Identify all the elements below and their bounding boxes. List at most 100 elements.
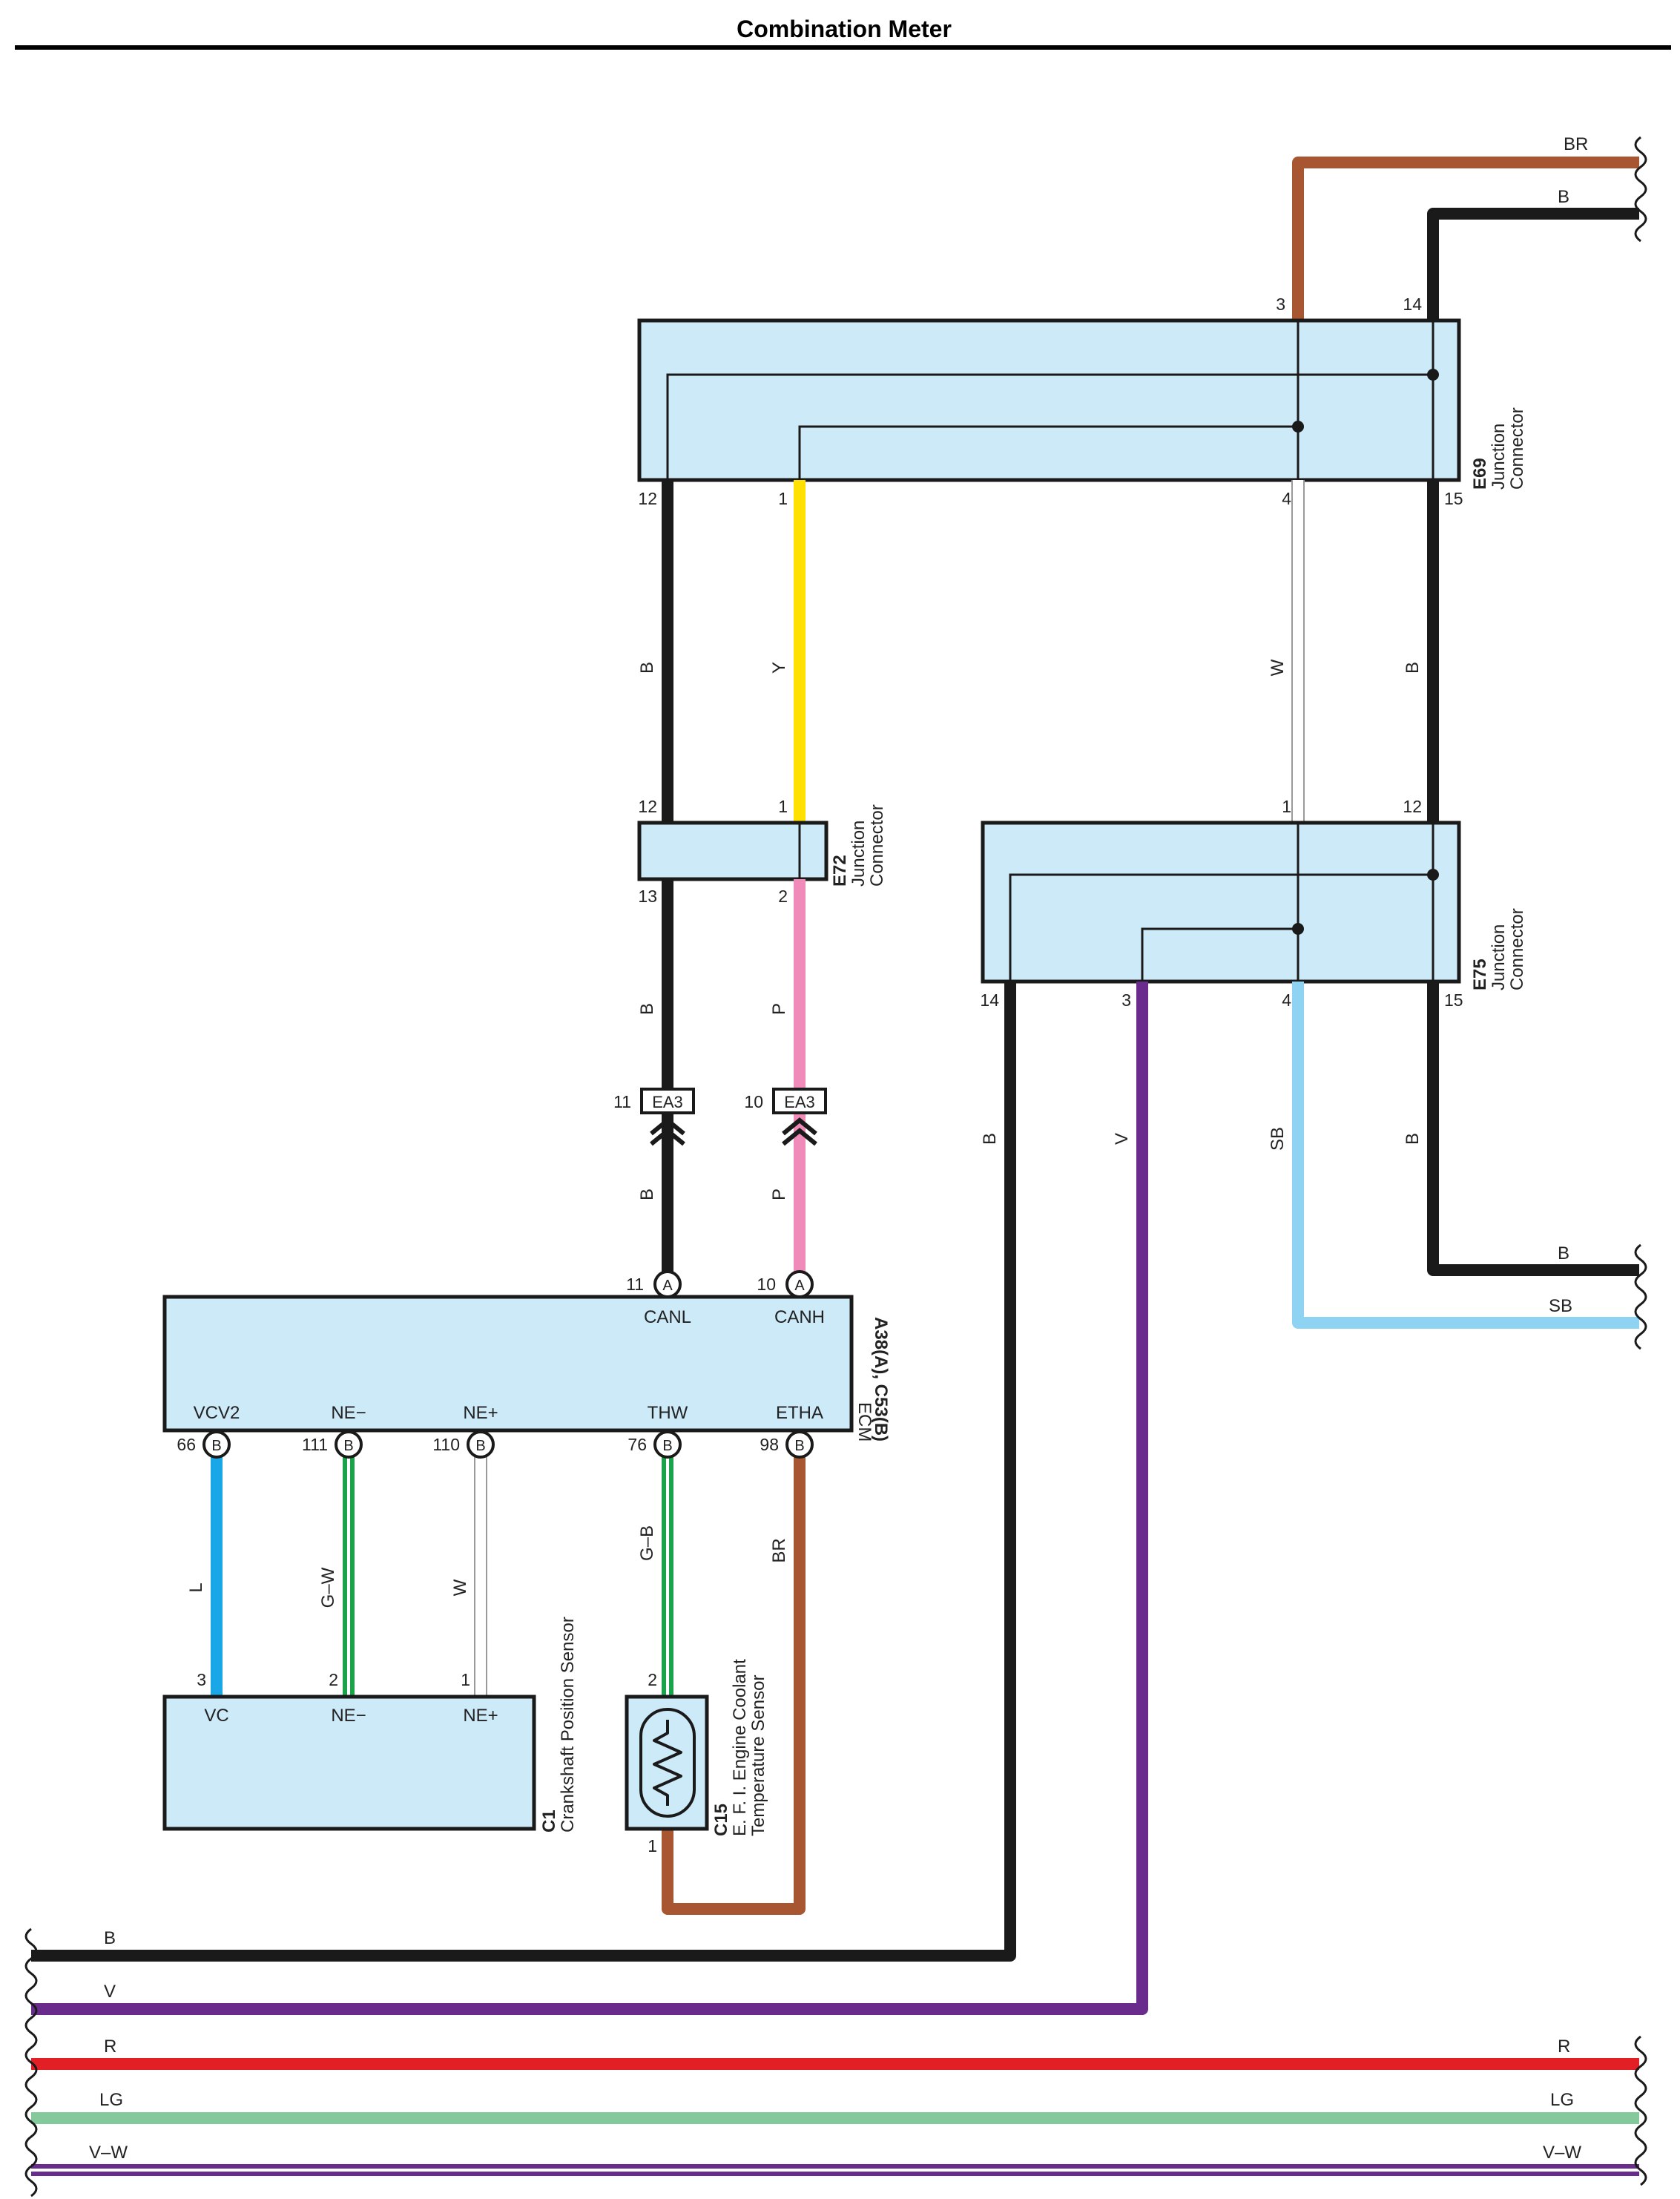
terminal-label: CANL [644,1307,691,1327]
component-code: A38(A), C53(B) [871,1317,891,1442]
component-code: E75 [1470,959,1490,990]
pin-number: 14 [1403,295,1422,314]
pin-number: 76 [627,1435,647,1454]
component-name: Temperature Sensor [748,1675,768,1836]
terminal-label: NE+ [463,1403,498,1423]
wire-label: G–W [318,1567,338,1608]
wire-label: W [1268,659,1288,676]
wire-label: B [104,1928,116,1948]
connector-pin-b: B [653,1430,682,1459]
component-name: Junction [1489,924,1509,990]
wire-break-mark [24,1927,38,2198]
wire-label: R [104,2037,116,2057]
terminal-label: NE− [331,1706,366,1726]
component-code: E69 [1470,458,1490,490]
connector-pin-b: B [202,1430,231,1459]
pin-number: 11 [613,1092,631,1111]
pin-number: 4 [1282,990,1291,1010]
component-name: E. F. I. Engine Coolant [730,1659,750,1836]
pin-number: 66 [177,1435,196,1454]
wire-label: V–W [89,2143,128,2163]
pin-number: 11 [626,1275,644,1294]
wire-label: LG [99,2090,123,2110]
wire-b [1427,982,1639,1276]
pin-number: 98 [760,1435,779,1454]
wire-br-top [1292,157,1639,321]
svg-text:A: A [794,1278,805,1294]
svg-text:B: B [475,1438,485,1454]
component-code: E72 [830,855,850,887]
svg-text:B: B [794,1438,804,1454]
connector-pin-b: B [785,1430,814,1459]
pin-number: 1 [461,1670,470,1689]
ea3-connector-11 [640,1088,695,1146]
wire-label: V [104,1982,116,2002]
wire-label: SB [1268,1127,1288,1151]
wire-label: W [450,1579,470,1596]
terminal-label: THW [648,1403,688,1423]
e75-junction-connector [981,821,1461,984]
component-name: Connector [1507,908,1527,990]
e69-junction-connector [637,318,1461,482]
pin-number: 2 [648,1670,657,1689]
terminal-label: VCV2 [194,1403,240,1423]
wire-label: BR [1564,134,1588,154]
connector-pin-a: A [785,1270,814,1298]
pin-number: 110 [432,1435,460,1454]
component-name: ECM [854,1402,874,1442]
wire-label: B [1403,1133,1423,1145]
wire-label: LG [1550,2090,1574,2110]
terminal-label: CANH [774,1307,825,1327]
e72-junction-connector [637,821,829,881]
connector-code: EA3 [652,1093,683,1111]
pin-number: 1 [1282,797,1291,816]
terminal-label: ETHA [776,1403,823,1423]
pin-number: 10 [757,1275,776,1294]
page-title: Combination Meter [737,16,952,42]
wire-label: V–W [1543,2143,1581,2163]
wire-label: B [637,1003,657,1015]
pin-number: 12 [638,489,657,508]
wire-label: P [769,1003,789,1015]
pin-number: 4 [1282,489,1291,508]
pin-number: 12 [638,797,657,816]
pin-number: 3 [1121,990,1131,1010]
component-name: Connector [1507,407,1527,490]
wire-break-mark [1634,2035,1647,2186]
connector-code: EA3 [784,1093,815,1111]
pin-number: 1 [648,1836,657,1855]
pin-number: 111 [302,1435,328,1454]
wire-label: G–B [637,1525,657,1561]
wire-label: BR [769,1538,789,1562]
wire-v [31,982,1148,2015]
pin-number: 15 [1444,990,1463,1010]
pin-number: 1 [778,797,788,816]
ecm-box [162,1295,854,1433]
wire-label: B [637,662,657,674]
wire-break-mark [1634,1243,1647,1350]
svg-text:B: B [211,1438,221,1454]
wire-label: B [980,1133,1000,1145]
wire-label: B [1558,187,1569,207]
wire-label: B [1558,1243,1569,1263]
pin-number: 15 [1444,489,1463,508]
svg-text:B: B [343,1438,353,1454]
wire-label: SB [1549,1296,1572,1316]
wire-label: V [1112,1133,1132,1145]
wire-label: Y [769,662,789,674]
component-name: Crankshaft Position Sensor [558,1617,578,1832]
component-name: Connector [867,804,887,887]
component-name: Junction [849,821,869,887]
pin-number: 2 [778,887,788,906]
wire-break-mark [1634,136,1647,243]
component-name: Junction [1489,424,1509,490]
terminal-label: VC [204,1706,228,1726]
wire-br [662,1445,806,1915]
c1-crankshaft-position-sensor [162,1695,536,1831]
pin-number: 3 [197,1670,206,1689]
pin-number: 13 [638,887,657,906]
ea3-connector-10 [772,1088,827,1146]
wire-b [31,982,1016,1962]
c15-coolant-temperature-sensor [625,1695,709,1831]
terminal-label: NE+ [463,1706,498,1726]
